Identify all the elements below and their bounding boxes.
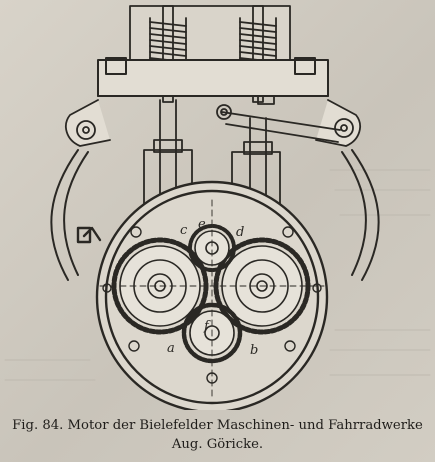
part-labels: c e d f a b (167, 217, 258, 358)
crankcase-outline (50, 149, 380, 281)
engine-drawing: c e d f a b (4, 5, 431, 410)
case-bolts (102, 226, 322, 384)
center-lines (99, 199, 325, 401)
label-a: a (167, 341, 175, 356)
label-b: b (250, 343, 258, 358)
label-e: e (198, 217, 206, 232)
left-valve-spring (149, 5, 187, 103)
cylinder-head (97, 57, 329, 97)
figure-caption: Fig. 84. Motor der Bielefelder Maschinen… (6, 416, 429, 454)
caption-line-2: Aug. Göricke. (171, 437, 264, 452)
valve-springs (129, 5, 291, 103)
label-d: d (236, 225, 244, 240)
engine-illustration: c e d f a b (4, 5, 431, 410)
caption-line-1: Fig. 84. Motor der Bielefelder Maschinen… (12, 418, 423, 433)
mounting-lugs (65, 99, 361, 147)
rocker-arm (216, 95, 341, 143)
label-c: c (180, 223, 188, 238)
paper-texture (4, 169, 431, 381)
label-f: f (203, 319, 211, 334)
